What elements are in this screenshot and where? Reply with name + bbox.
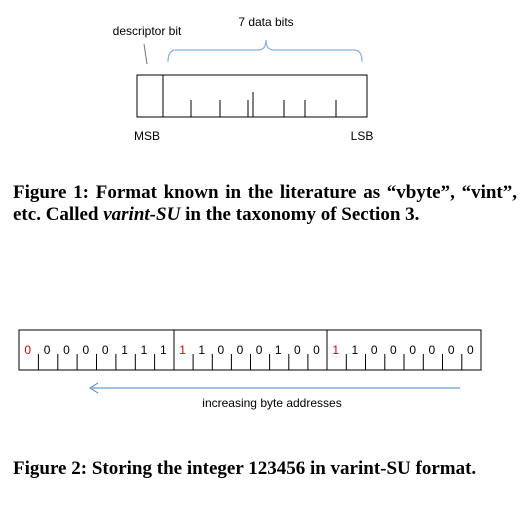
data-bit: 1 (121, 343, 128, 357)
figure-1-caption-label: Figure 1: (13, 182, 90, 203)
data-bits-brace (167, 39, 363, 63)
data-bit: 0 (448, 343, 455, 357)
descriptor-bit-label: descriptor bit (113, 24, 182, 38)
data-bit: 1 (160, 343, 167, 357)
descriptor-pointer (143, 43, 148, 65)
msb-label: MSB (134, 129, 160, 143)
figure-1-caption: Figure 1: Format known in the literature… (13, 182, 517, 226)
data-bit: 0 (313, 343, 320, 357)
data-bits-label: 7 data bits (238, 15, 293, 29)
data-bit: 0 (102, 343, 109, 357)
figure-2-caption-text: Storing the integer 123456 in varint-SU … (87, 458, 477, 479)
arrow-label: increasing byte addresses (202, 396, 341, 410)
figure-2-caption-label: Figure 2: (13, 458, 88, 479)
data-bit: 1 (275, 343, 282, 357)
figure-1-caption-text-a: Format known in the literature as “vbyte… (13, 182, 517, 225)
data-bit: 0 (237, 343, 244, 357)
lsb-label: LSB (351, 129, 374, 143)
descriptor-bit: 1 (332, 343, 339, 357)
data-bit: 0 (467, 343, 474, 357)
data-bit: 0 (218, 343, 225, 357)
data-bit: 0 (82, 343, 89, 357)
data-bit: 0 (371, 343, 378, 357)
data-bit: 1 (352, 343, 359, 357)
figure-1-diagram: descriptor bit 7 data bits MSB LSB (113, 15, 374, 143)
bit-ticks (190, 92, 337, 117)
byte-box (136, 74, 368, 118)
data-bit: 0 (390, 343, 397, 357)
figure-1-caption-italic: varint-SU (103, 204, 181, 225)
figure-1-caption-text-b: in the taxonomy of Section 3. (180, 204, 420, 225)
descriptor-bit: 1 (179, 343, 186, 357)
address-arrow-head (89, 382, 99, 394)
data-bit: 0 (63, 343, 70, 357)
data-bit: 1 (141, 343, 148, 357)
data-bit: 0 (429, 343, 436, 357)
data-bit: 0 (294, 343, 301, 357)
descriptor-bit: 0 (24, 343, 31, 357)
figure-2-caption: Figure 2: Storing the integer 123456 in … (13, 458, 517, 480)
data-bit: 0 (409, 343, 416, 357)
data-bit: 0 (256, 343, 263, 357)
data-bit: 0 (44, 343, 51, 357)
data-bit: 1 (198, 343, 205, 357)
